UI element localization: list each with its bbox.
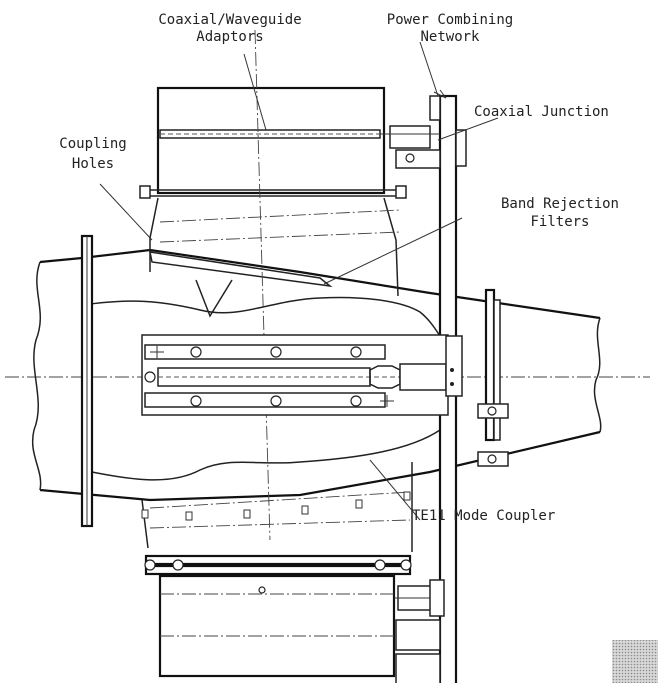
inner-lower-bar xyxy=(144,392,386,408)
bracket-pin xyxy=(450,368,454,372)
lower-bolt xyxy=(243,509,251,519)
lower-flange-bottom xyxy=(144,564,412,576)
lower-bolt xyxy=(403,491,411,501)
lower-adaptor-pin xyxy=(258,586,266,594)
leader-coupling-holes xyxy=(99,183,153,241)
label-adaptors-2: Adaptors xyxy=(196,29,264,45)
upper-taper-right xyxy=(383,197,399,297)
coupling-hole-vee xyxy=(195,279,233,318)
lower-junction-cap xyxy=(429,579,445,617)
lower-adaptor-box xyxy=(158,574,396,678)
label-power-combining-1: Power Combining xyxy=(386,12,514,28)
adaptor-vertical-centerline xyxy=(254,29,271,541)
lower-taper-left xyxy=(141,499,149,549)
junction-side-cap xyxy=(455,129,467,167)
inner-junction-housing xyxy=(399,363,447,391)
coaxial-junction-body xyxy=(395,149,441,169)
combiner-plate-top-cap xyxy=(429,95,441,121)
tick-mark xyxy=(150,346,164,358)
bolt xyxy=(190,395,202,407)
cutaway-bottom xyxy=(81,429,441,481)
bolt xyxy=(487,406,497,416)
lower-flange-top xyxy=(144,554,412,566)
bolt xyxy=(144,559,156,571)
leader-adaptors xyxy=(243,53,267,131)
label-power-combining-2: Network xyxy=(420,29,480,45)
lower-taper-centerline xyxy=(149,491,411,509)
bolt xyxy=(172,559,184,571)
label-band-rejection-2: Filters xyxy=(530,214,590,230)
upper-adaptor-box xyxy=(156,86,386,195)
tick-mark xyxy=(380,395,394,407)
leader-band-rejection xyxy=(323,217,463,285)
bolt xyxy=(487,454,497,464)
leader-te11 xyxy=(369,459,421,521)
label-adaptors-1: Coaxial/Waveguide xyxy=(158,12,302,28)
right-flange-lip xyxy=(493,299,501,441)
waveguide-bottom-wall xyxy=(39,430,601,502)
bolt xyxy=(374,559,386,571)
bolt xyxy=(144,371,156,383)
lower-taper-centerline-2 xyxy=(149,519,411,529)
bolt xyxy=(190,346,202,358)
upper-flange-lug-left xyxy=(139,185,151,199)
inner-upper-bar xyxy=(144,344,386,360)
upper-taper-centerline-2 xyxy=(159,231,401,243)
leader-power-arrow xyxy=(433,89,447,99)
label-coupling-holes-2: Holes xyxy=(71,156,115,172)
lower-bolt xyxy=(185,511,193,521)
lower-bolt xyxy=(141,509,149,519)
lower-bolt xyxy=(355,499,363,509)
coaxial-junction-block xyxy=(389,125,431,149)
bolt xyxy=(400,559,412,571)
label-coupling-holes-1: Coupling xyxy=(59,136,127,152)
upper-flange-lug-right xyxy=(395,185,407,199)
bolt xyxy=(350,346,362,358)
bolt xyxy=(350,395,362,407)
label-coaxial-junction: Coaxial Junction xyxy=(474,104,609,120)
inner-right-bracket xyxy=(445,335,463,397)
bolt xyxy=(270,346,282,358)
waveguide-break-left xyxy=(32,261,42,491)
corner-stipple xyxy=(612,640,658,683)
label-band-rejection-1: Band Rejection xyxy=(500,196,619,212)
coupling-slot-upper xyxy=(149,251,333,288)
leader-power-combining xyxy=(419,41,439,97)
cutaway-top xyxy=(81,296,441,337)
junction-bolt xyxy=(405,153,415,163)
bolt xyxy=(270,395,282,407)
lower-combiner-bracket xyxy=(395,619,441,651)
waveguide-break-right xyxy=(593,317,602,433)
waveguide-top-wall xyxy=(39,248,601,320)
label-te11-mode-coupler: TE11 Mode Coupler xyxy=(412,508,556,524)
lower-bolt xyxy=(301,505,309,515)
bracket-pin xyxy=(450,382,454,386)
lower-combiner-bracket-2 xyxy=(395,653,441,683)
upper-taper-centerline xyxy=(159,209,401,223)
leader-coaxial-junction xyxy=(437,117,499,141)
